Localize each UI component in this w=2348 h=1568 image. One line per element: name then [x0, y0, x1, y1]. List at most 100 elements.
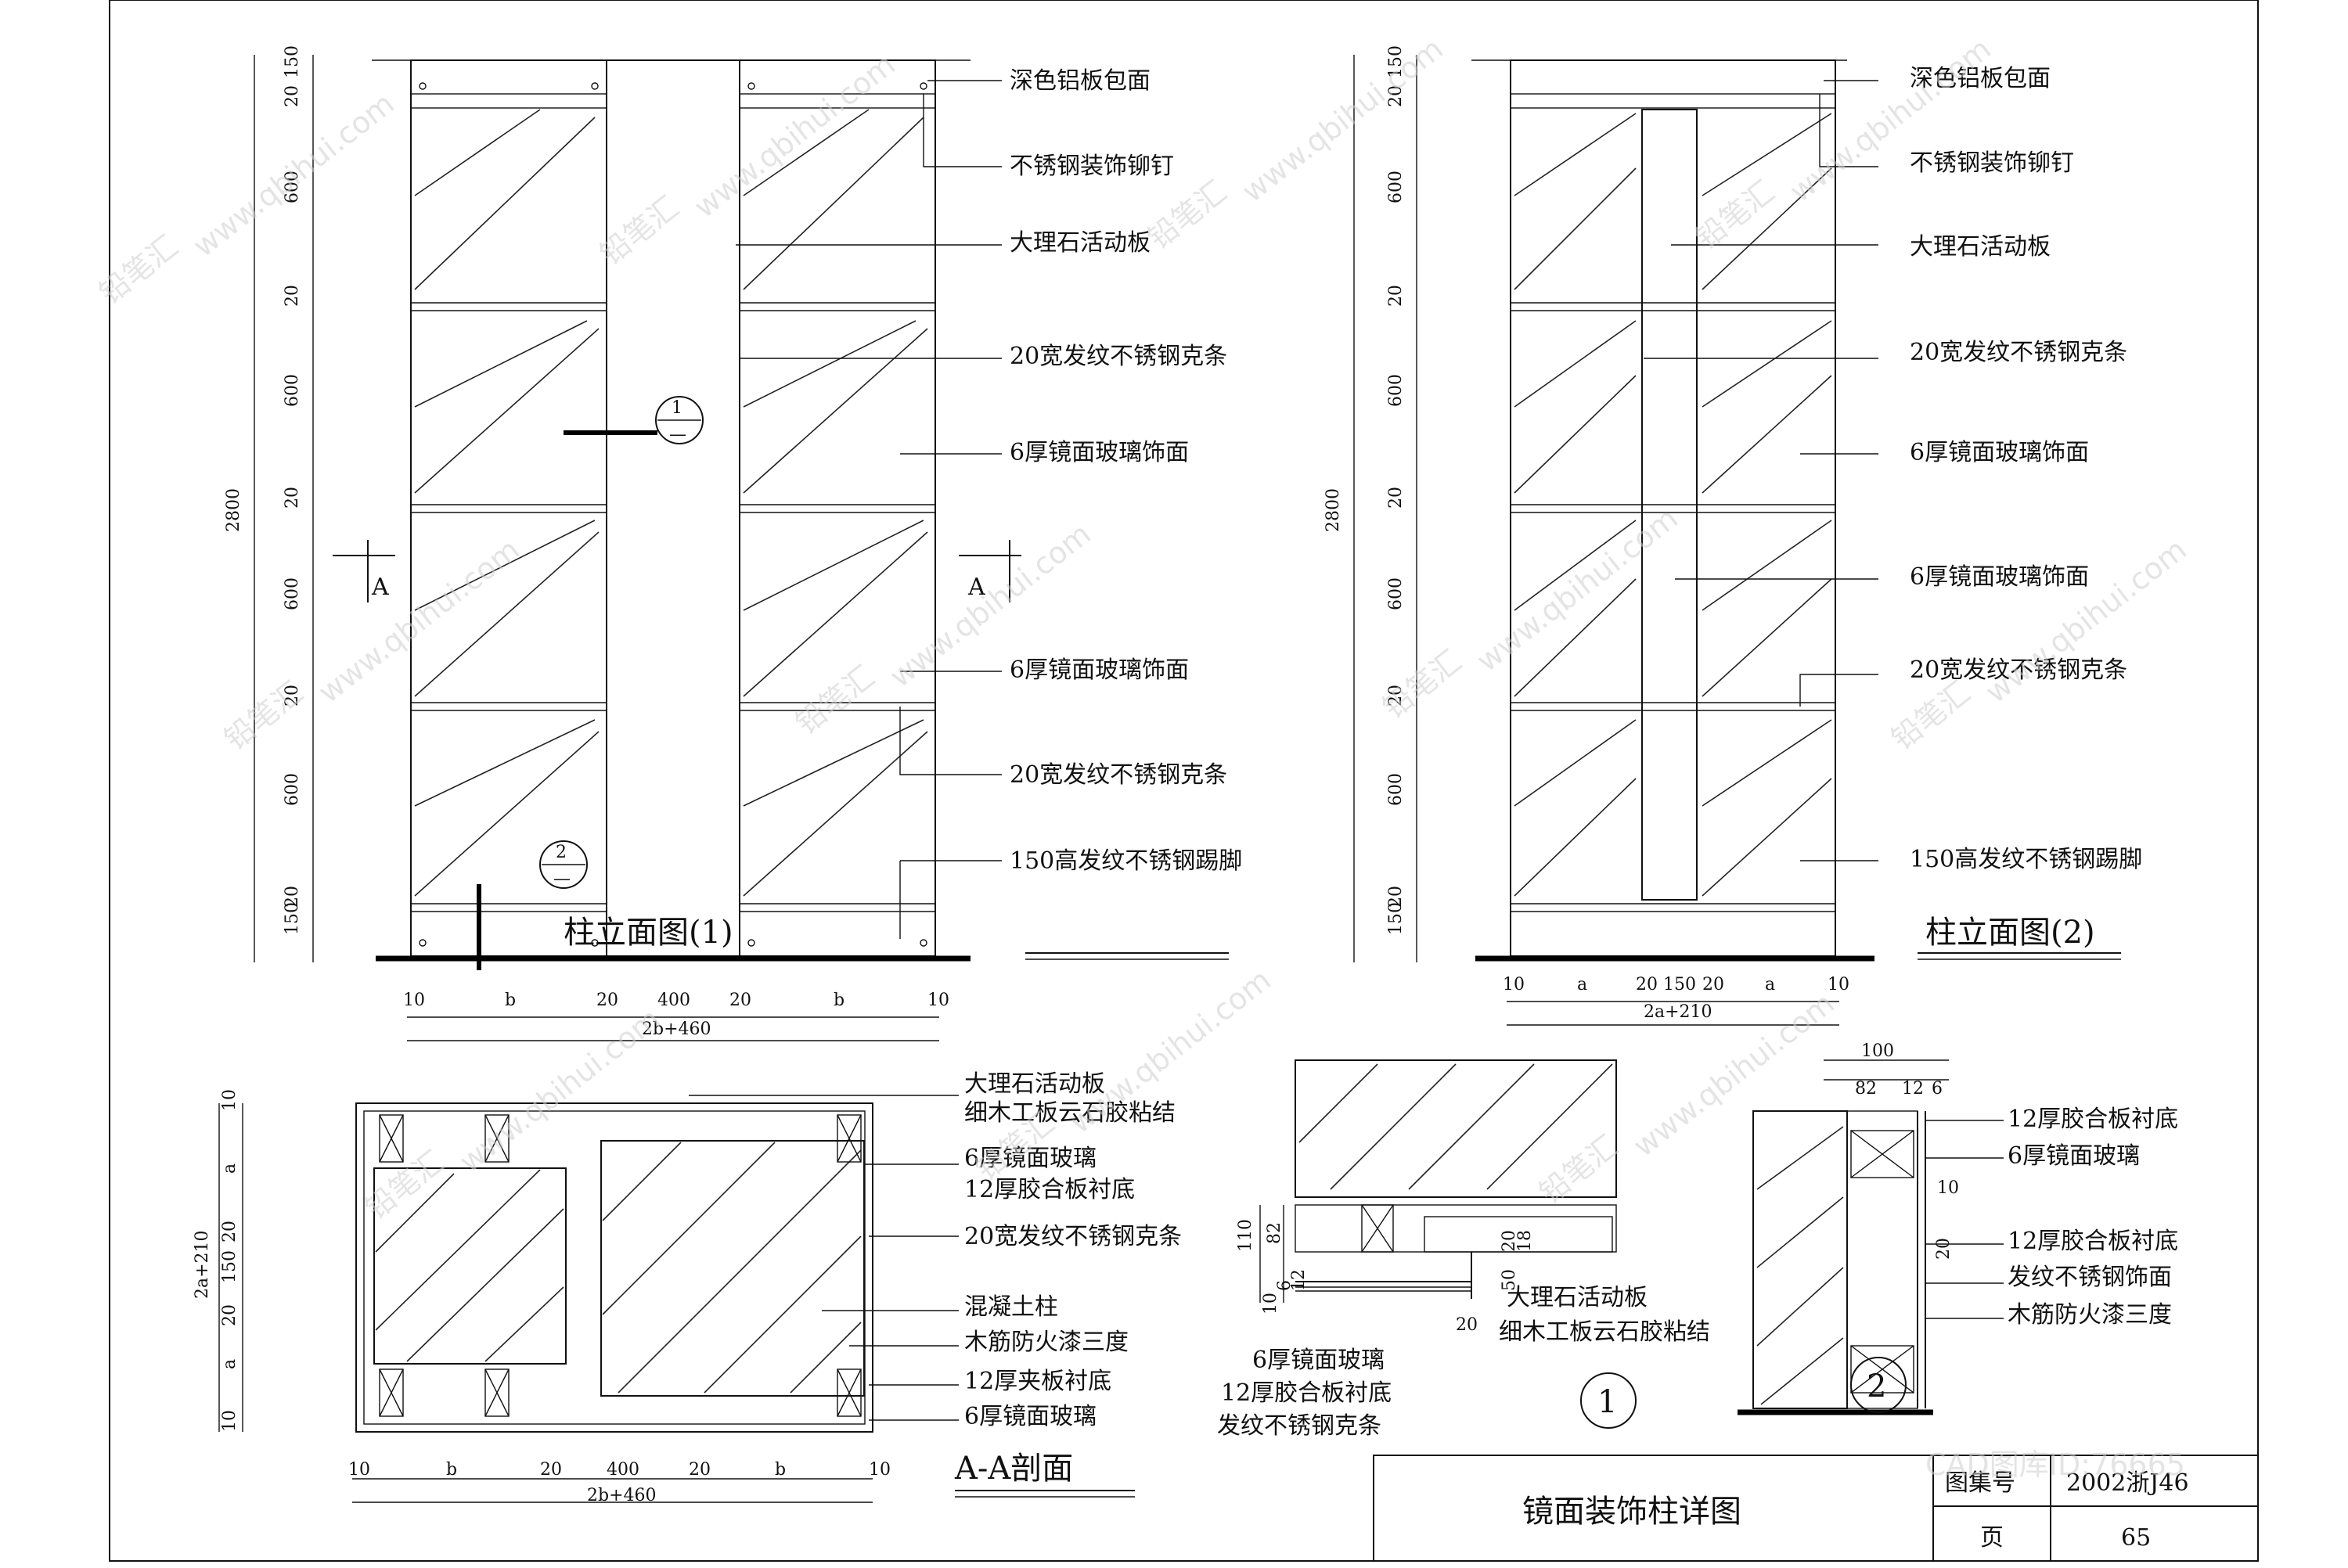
detail2-callout: 发纹不锈钢饰面 [2008, 1264, 2172, 1291]
elev1-callout: 6厚镜面玻璃饰面 [1010, 656, 1189, 684]
elev2-vdim: 20 [1386, 487, 1406, 509]
watermark-brand: 铅笔汇 [1532, 1128, 1624, 1210]
elev1-total-width: 2b+460 [642, 1020, 711, 1039]
aa-total-height: 2a+210 [193, 1230, 212, 1299]
elev2-hdim: 150 [1663, 975, 1696, 994]
detail-marker-2 [539, 840, 588, 889]
elev1-vdim: 600 [283, 374, 302, 407]
elev1-callout: 深色铝板包面 [1010, 67, 1151, 95]
elev1-hdim: 400 [657, 991, 690, 1010]
detail1-dim: 18 [1515, 1230, 1535, 1252]
page-number: 65 [2121, 1524, 2151, 1552]
elev1-callout: 150高发纹不锈钢踢脚 [1010, 847, 1242, 875]
elev2-hdim: a [1765, 975, 1775, 994]
aa-leaders [689, 1095, 959, 1421]
detail1-dim: 20 [1456, 1315, 1478, 1335]
elev1-vdim: 20 [283, 685, 302, 707]
elev1-callout: 6厚镜面玻璃饰面 [1010, 439, 1189, 466]
elev1-right-panel [739, 59, 936, 957]
elevation-1: A A 1 — 2 — 柱立面图(1) [254, 55, 1229, 1041]
detail2-callout: 6厚镜面玻璃 [2008, 1142, 2140, 1170]
elev1-callout: 不锈钢装饰铆钉 [1010, 153, 1174, 180]
detail2-callout: 12厚胶合板衬底 [2008, 1106, 2178, 1133]
elev2-leaders [1644, 80, 1878, 861]
watermark-url: www.qbihui.com [1235, 31, 1449, 209]
elev2-vdim: 20 [1386, 685, 1406, 707]
elev1-leaders [736, 80, 1002, 939]
elev1-left-panel [410, 59, 607, 957]
elev2-callout: 不锈钢装饰铆钉 [1910, 149, 2074, 177]
aa-total-width: 2b+460 [587, 1486, 657, 1505]
aa-hdim: 10 [869, 1460, 891, 1480]
elev1-hdim: b [834, 991, 844, 1010]
elev2-hdim: 10 [1503, 975, 1525, 994]
elev1-hdim: 20 [729, 991, 751, 1010]
section-aa: A-A剖面 [218, 1095, 1135, 1503]
detail1-dim: 50 [1500, 1269, 1519, 1291]
detail1-dim: 20 [1500, 1230, 1519, 1252]
elev2-total-height: 2800 [1323, 488, 1343, 532]
elev1-callout: 20宽发纹不锈钢克条 [1010, 761, 1227, 789]
watermark-brand: 铅笔汇 [218, 674, 309, 757]
watermark-url: www.qbihui.com [1470, 501, 1684, 678]
section-aa-title: A-A剖面 [954, 1451, 1073, 1487]
page-label: 页 [1980, 1524, 2004, 1552]
detail1-dim: 6 [1275, 1280, 1295, 1291]
elev2-vdim: 600 [1386, 577, 1406, 610]
elev1-vdim: 150 [283, 902, 302, 935]
detail1-callout: 12厚胶合板衬底 [1221, 1379, 1392, 1407]
watermark-url: www.qbihui.com [1783, 31, 1997, 209]
elev2-hdim: 10 [1828, 975, 1849, 994]
detail2-dim: 20 [1934, 1238, 1954, 1260]
detail2-dim: 12 [1902, 1079, 1924, 1099]
elev2-vdim: 20 [1386, 886, 1406, 908]
detail2-dim: 10 [1937, 1178, 1959, 1198]
elev1-vdim: 600 [283, 171, 302, 203]
aa-callout: 12厚夹板衬底 [964, 1368, 1111, 1395]
aa-hdim: b [446, 1460, 457, 1480]
aa-vdim: 10 [220, 1089, 239, 1111]
detail1-callout: 大理石活动板 [1507, 1284, 1648, 1311]
elev1-hdim: b [505, 991, 516, 1010]
watermark-brand: 铅笔汇 [1689, 174, 1781, 256]
drawing-title: 镜面装饰柱详图 [1522, 1494, 1741, 1530]
detail2-dim: 100 [1861, 1041, 1894, 1061]
aa-vdim: 150 [220, 1250, 239, 1283]
elevation-2-title: 柱立面图(2) [1925, 915, 2095, 951]
elev1-hdim: 20 [596, 991, 618, 1010]
elev1-total-height: 2800 [224, 488, 243, 532]
elev1-vdim: 150 [283, 45, 302, 78]
elev1-hdim: 10 [927, 991, 949, 1010]
watermark-brand: 铅笔汇 [1376, 643, 1468, 725]
watermark-brand: 铅笔汇 [92, 228, 184, 311]
elev1-strips [411, 302, 935, 912]
elev1-vdim: 20 [283, 487, 302, 509]
aa-callout: 12厚胶合板衬底 [964, 1176, 1135, 1203]
detail-1-number-circle [1580, 1372, 1637, 1429]
elev2-hdim: a [1577, 975, 1587, 994]
detail-marker-2-num: 2 [556, 843, 567, 862]
elev2-callout: 深色铝板包面 [1910, 65, 2051, 92]
aa-hdim: b [775, 1460, 786, 1480]
watermark-url: www.qbihui.com [186, 86, 400, 264]
elev2-hdim: 20 [1636, 975, 1658, 994]
aa-callout: 混凝土柱 [964, 1293, 1058, 1321]
detail-marker-1-den: — [669, 425, 686, 444]
elev2-vdim: 600 [1386, 773, 1406, 806]
detail1-dim: 82 [1265, 1222, 1284, 1244]
watermark-id: CAD图库ID:76665 [1925, 1448, 2185, 1482]
watermark-url: www.qbihui.com [312, 532, 525, 710]
detail-2-number: 2 [1867, 1368, 1886, 1404]
aa-concrete-column [600, 1140, 865, 1397]
elev1-vdim: 600 [283, 773, 302, 806]
elev1-vdim: 20 [283, 285, 302, 307]
detail-marker-2-den: — [553, 869, 571, 889]
elev2-callout: 20宽发纹不锈钢克条 [1910, 656, 2127, 684]
elev2-vdim: 150 [1386, 45, 1406, 78]
watermark-url: www.qbihui.com [687, 47, 901, 225]
detail1-callout: 发纹不锈钢克条 [1217, 1412, 1381, 1440]
elev1-section-tag-left: A [371, 574, 389, 601]
detail1-dim: 110 [1236, 1219, 1255, 1252]
